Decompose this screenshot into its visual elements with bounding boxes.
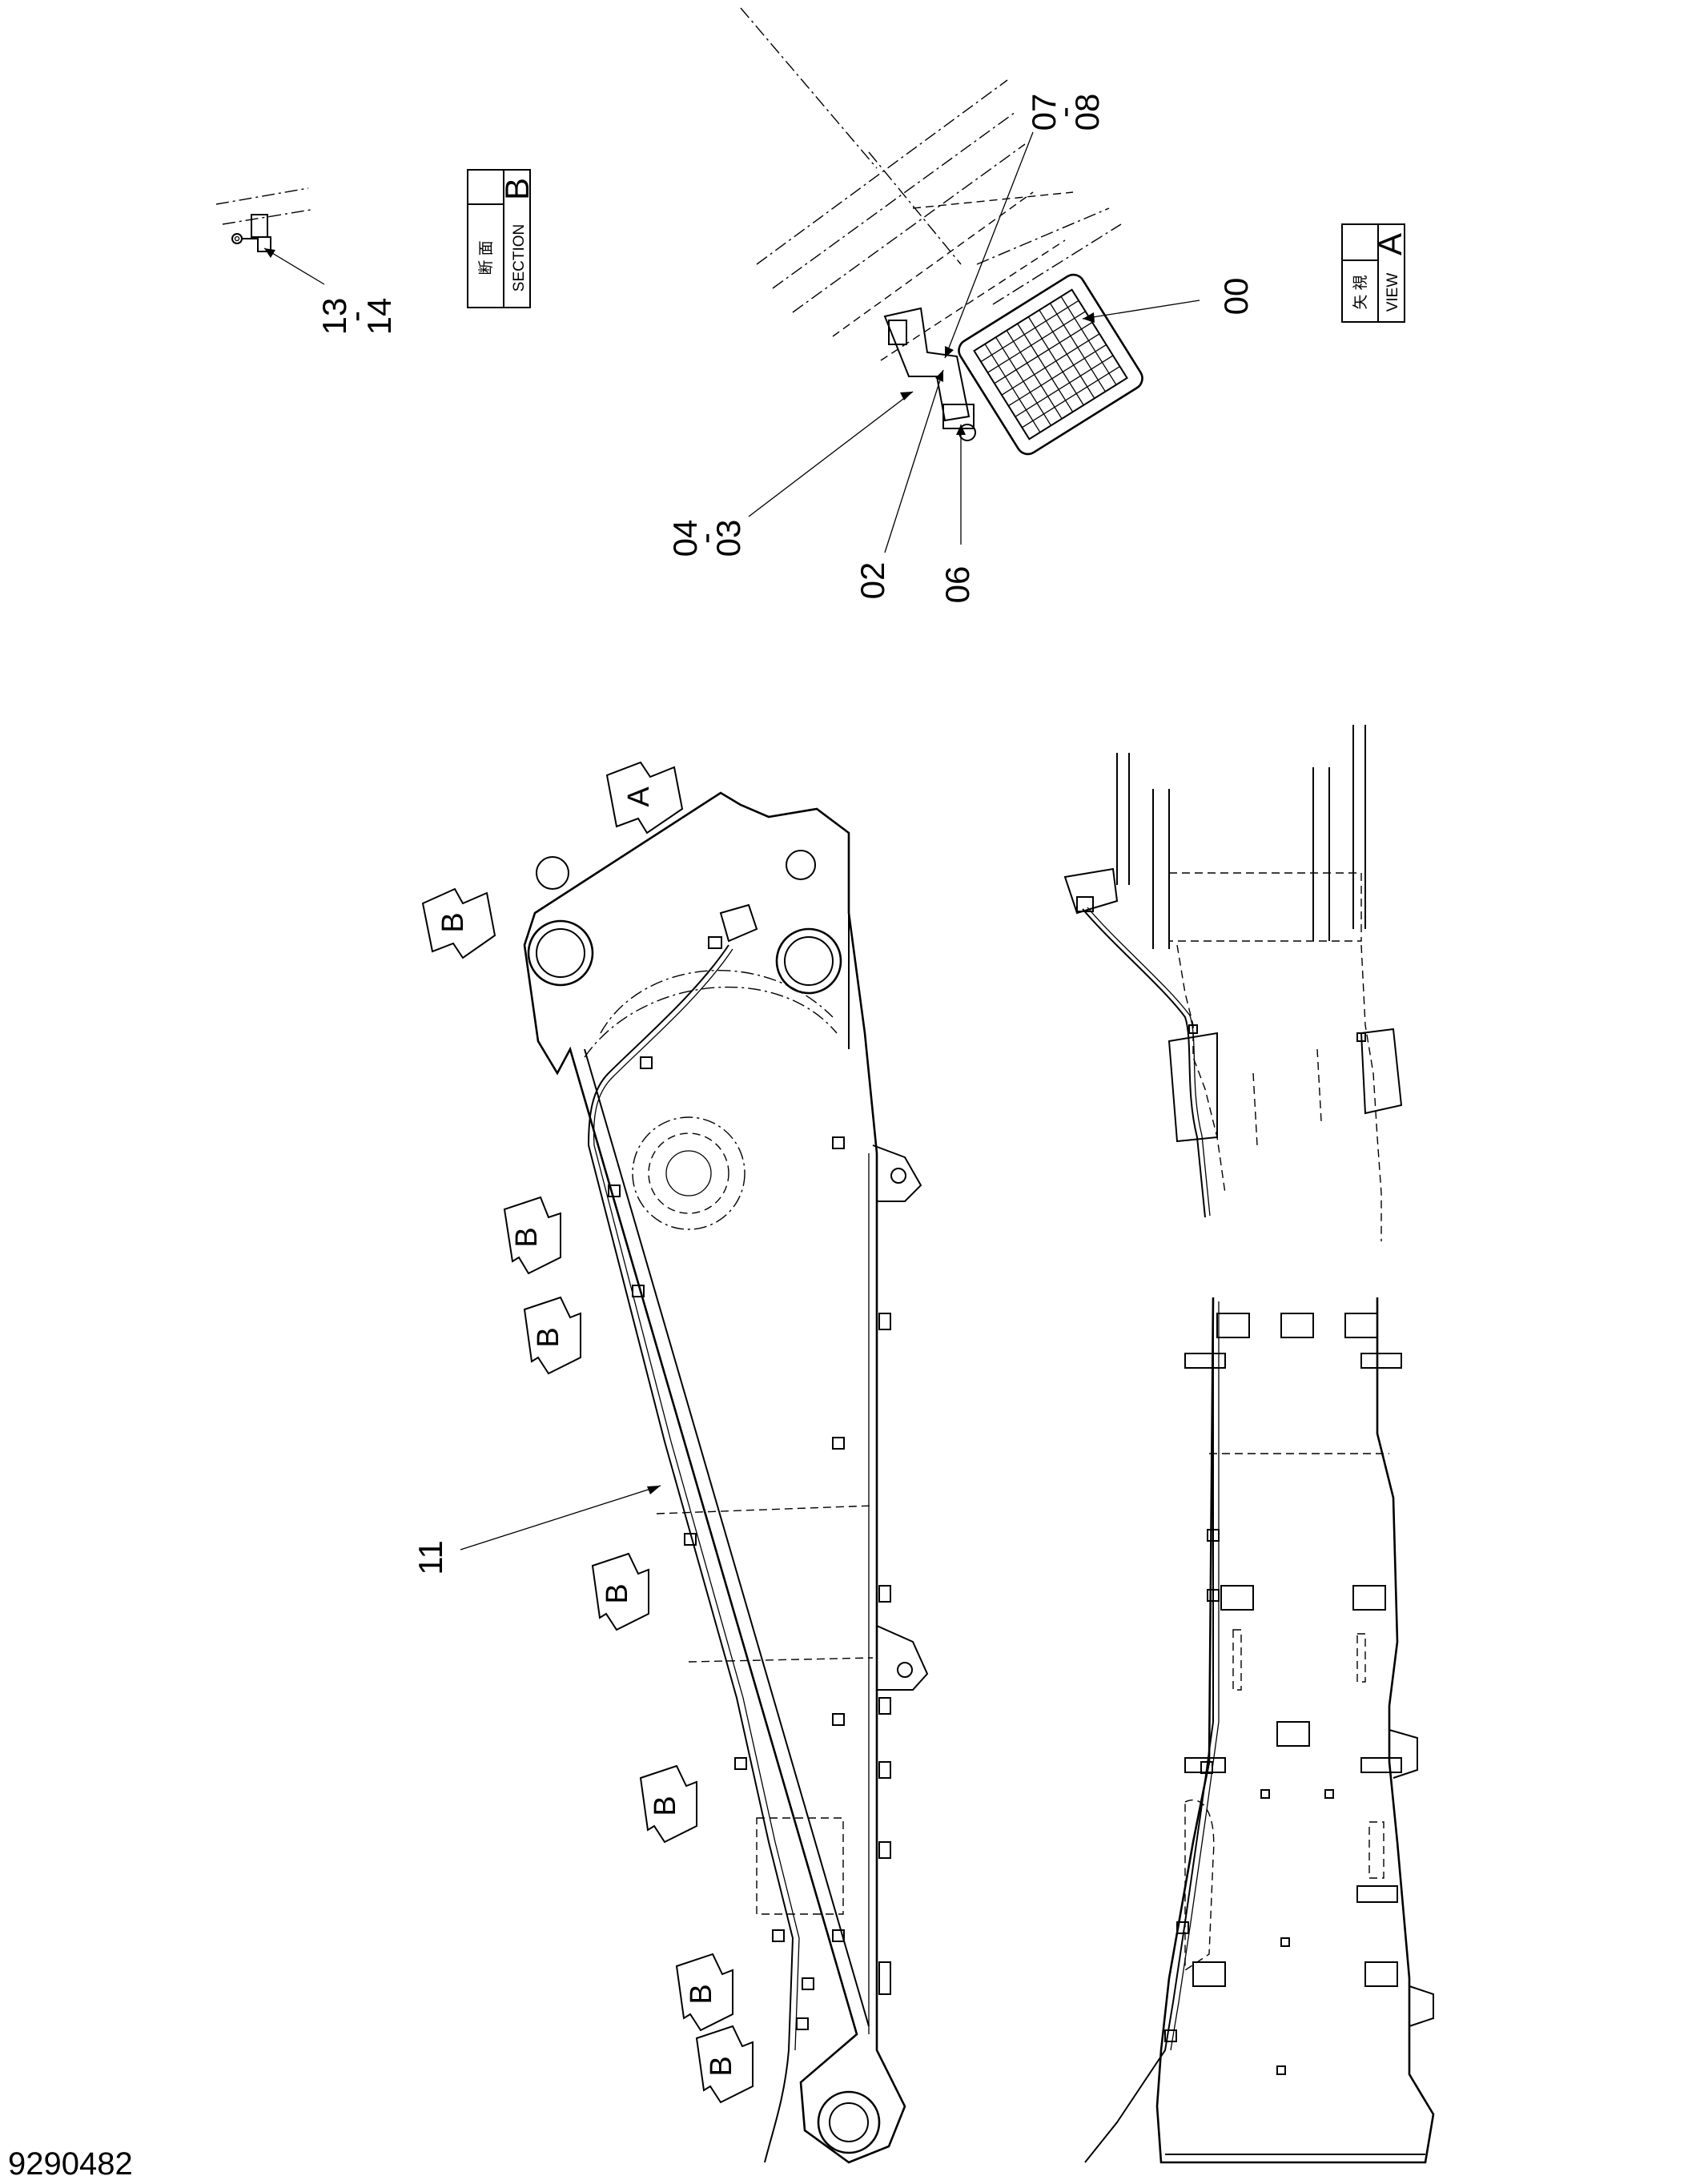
svg-text:B: B xyxy=(498,178,536,200)
callout-07-08: 07 - 08 xyxy=(1025,94,1106,131)
svg-text:03: 03 xyxy=(709,520,747,557)
svg-text:07: 07 xyxy=(1025,94,1063,131)
boom-side-view xyxy=(460,791,929,2164)
view-arrow-b-4: B xyxy=(591,1552,649,1631)
view-arrow-b-6: B xyxy=(675,1953,733,2032)
svg-text:VIEW: VIEW xyxy=(1384,273,1401,312)
svg-text:04: 04 xyxy=(666,520,704,557)
callout-11: 11 xyxy=(412,1540,449,1575)
view-arrow-a: A xyxy=(605,761,684,835)
view-arrow-b-2: B xyxy=(503,1196,561,1275)
callout-00: 00 xyxy=(1217,278,1255,316)
section-b-detail xyxy=(215,187,325,285)
svg-text:-: - xyxy=(686,533,724,544)
svg-text:B: B xyxy=(601,1583,634,1603)
svg-text:SECTION: SECTION xyxy=(511,224,528,292)
section-b-label-box: B 断 面 SECTION xyxy=(467,169,536,308)
svg-text:B: B xyxy=(510,1227,544,1247)
svg-text:B: B xyxy=(532,1327,565,1347)
svg-text:A: A xyxy=(1371,233,1409,255)
svg-text:-: - xyxy=(336,311,374,322)
svg-text:B: B xyxy=(705,2056,738,2076)
boom-top-view-lower xyxy=(1084,1297,1435,2164)
callout-06: 06 xyxy=(938,566,976,604)
lamp-grille xyxy=(980,296,1120,433)
svg-text:A: A xyxy=(622,786,656,807)
view-a-detail xyxy=(740,7,1200,553)
view-arrow-b-1: B xyxy=(421,887,496,959)
callout-02: 02 xyxy=(854,562,891,600)
callout-04-03: 04 - 03 xyxy=(666,520,747,557)
drawing-number: 9290482 xyxy=(8,2146,133,2182)
callout-13-14: 13 - 14 xyxy=(315,298,398,336)
svg-text:B: B xyxy=(649,1796,682,1816)
svg-text:14: 14 xyxy=(360,298,398,336)
svg-text:13: 13 xyxy=(315,298,353,336)
svg-text:B: B xyxy=(436,912,470,932)
svg-text:08: 08 xyxy=(1068,94,1106,131)
view-arrow-b-3: B xyxy=(523,1296,581,1375)
svg-text:矢 視: 矢 視 xyxy=(1352,275,1369,309)
svg-text:断 面: 断 面 xyxy=(477,240,495,275)
view-arrow-b-5: B xyxy=(639,1764,697,1844)
boom-top-view-upper xyxy=(1063,725,1403,1241)
view-arrow-b-7: B xyxy=(695,2025,754,2104)
svg-text:-: - xyxy=(1045,107,1083,118)
svg-text:B: B xyxy=(685,1984,718,2004)
view-a-label-box: A 矢 視 VIEW xyxy=(1341,223,1409,323)
